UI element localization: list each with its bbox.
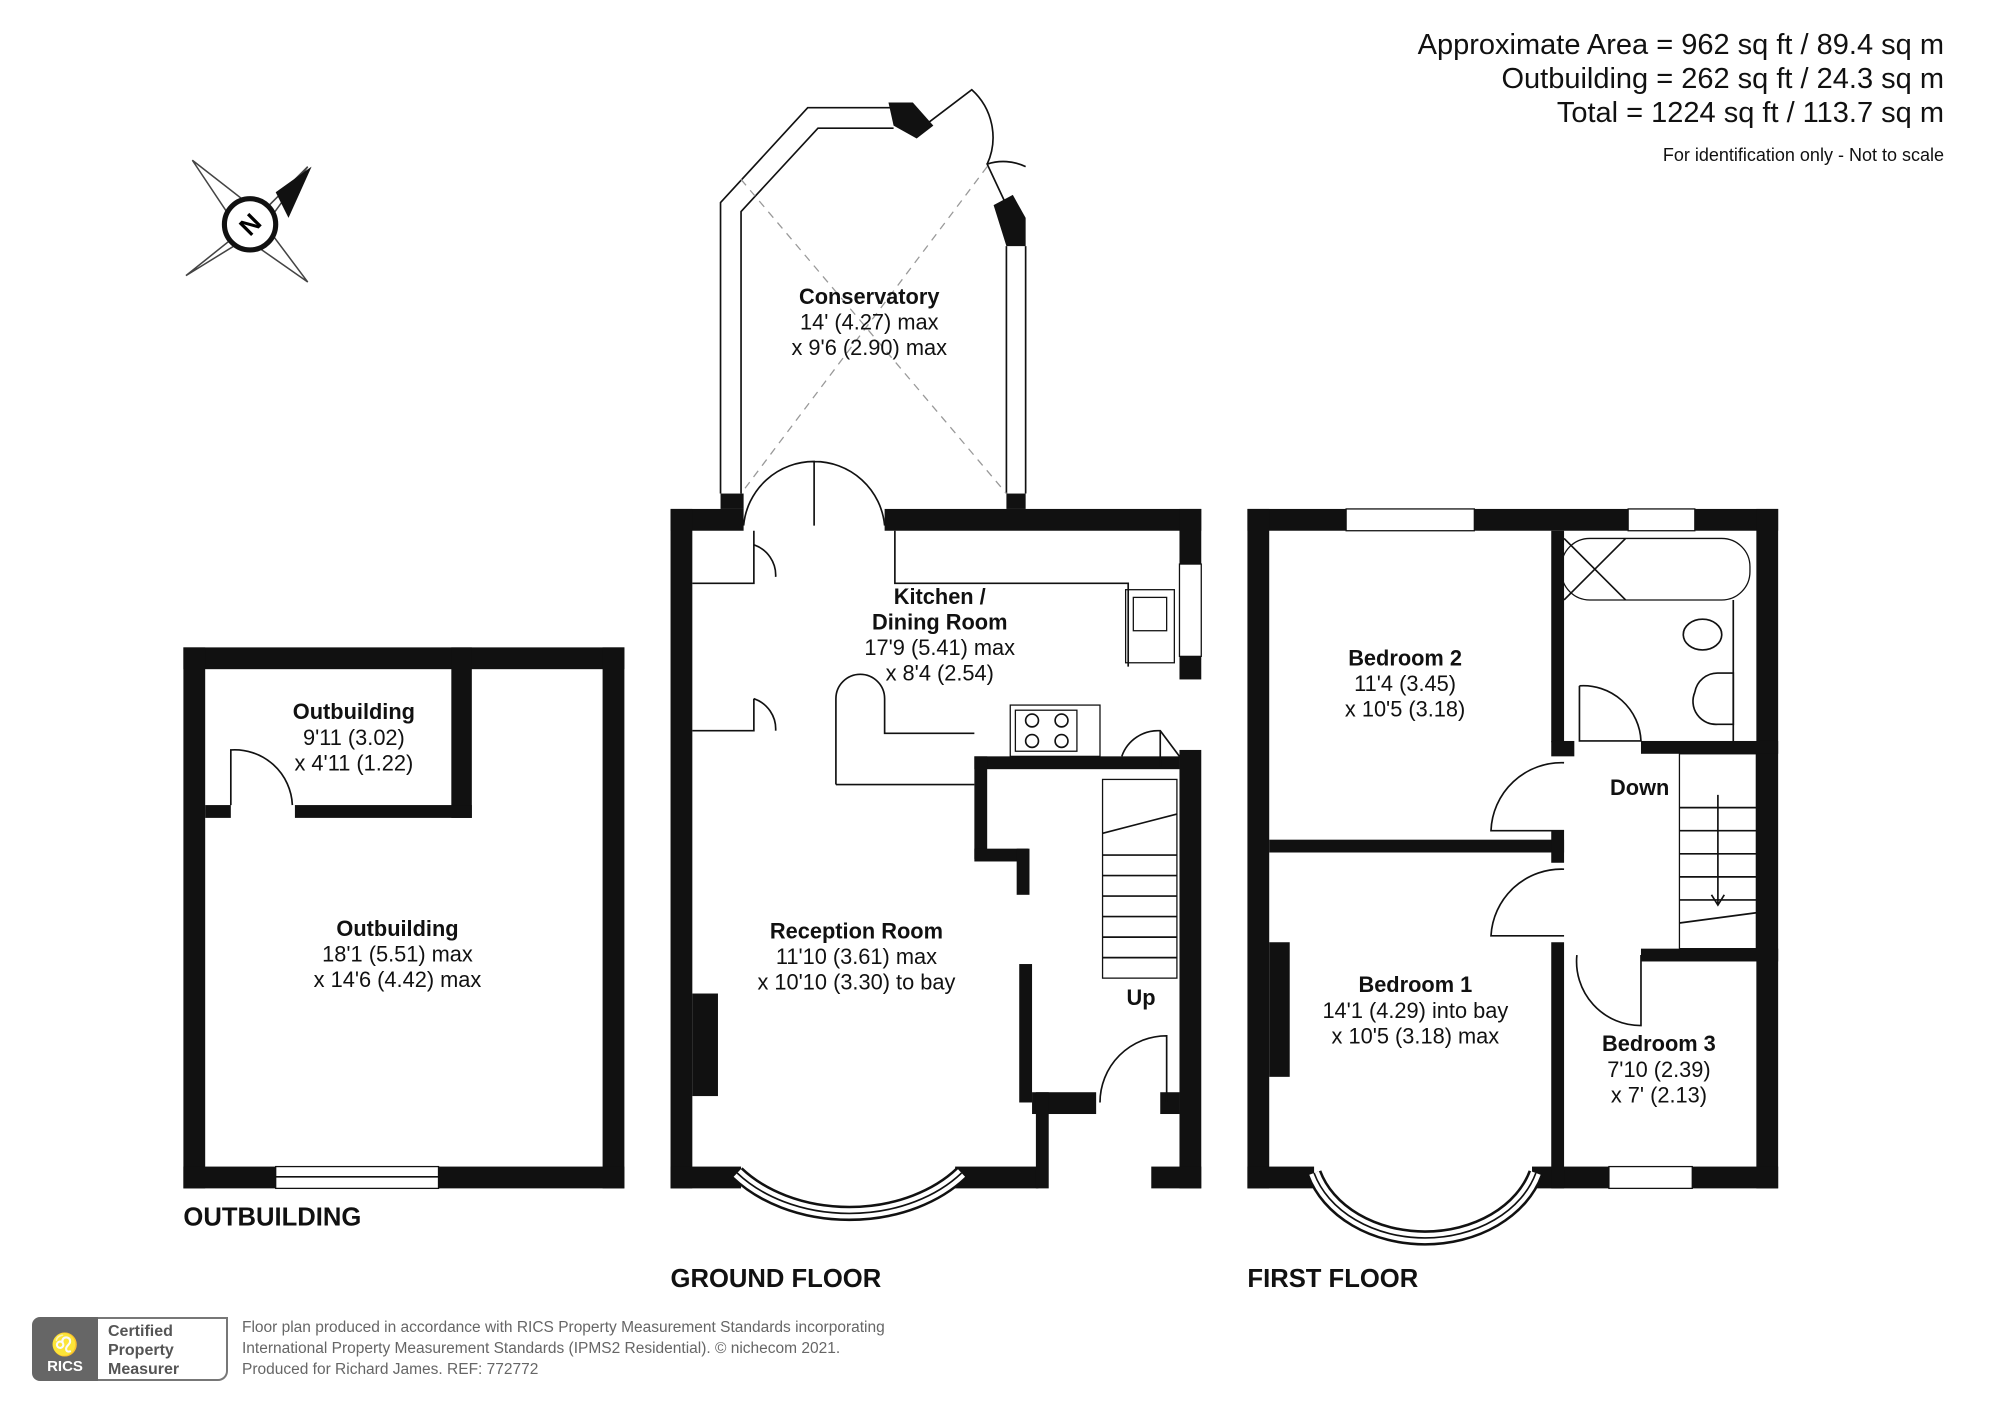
staircase [1101, 778, 1178, 979]
area-summary: Approximate Area = 962 sq ft / 89.4 sq m… [1418, 28, 1944, 172]
footer: ♌ RICS Certified Property Measurer Floor… [32, 1317, 885, 1381]
rics-logo: ♌ RICS [32, 1317, 98, 1381]
ground-floor-title: GROUND FLOOR [671, 1265, 882, 1293]
staircase-first [1678, 753, 1757, 950]
outbuilding-plan [183, 647, 625, 1190]
conservatory-plan [719, 88, 1027, 494]
total-area: Total = 1224 sq ft / 113.7 sq m [1556, 97, 1944, 129]
certified-badge: Certified Property Measurer [98, 1317, 228, 1381]
first-floor-plan [1247, 508, 1779, 1246]
footer-text: Floor plan produced in accordance with R… [242, 1319, 885, 1378]
outbuilding-floor-title: OUTBUILDING [183, 1204, 361, 1232]
ground-floor-plan [670, 460, 1202, 1222]
stairs-up-label: Up [1126, 985, 1155, 1010]
stairs-down-label: Down [1610, 775, 1669, 800]
scale-note: For identification only - Not to scale [1662, 145, 1944, 165]
lion-icon: ♌ [51, 1332, 79, 1357]
outbuilding-area: Outbuilding = 262 sq ft / 24.3 sq m [1501, 63, 1944, 95]
first-floor-title: FIRST FLOOR [1247, 1265, 1418, 1293]
compass-icon: N [185, 159, 312, 283]
approximate-area: Approximate Area = 962 sq ft / 89.4 sq m [1417, 29, 1944, 61]
